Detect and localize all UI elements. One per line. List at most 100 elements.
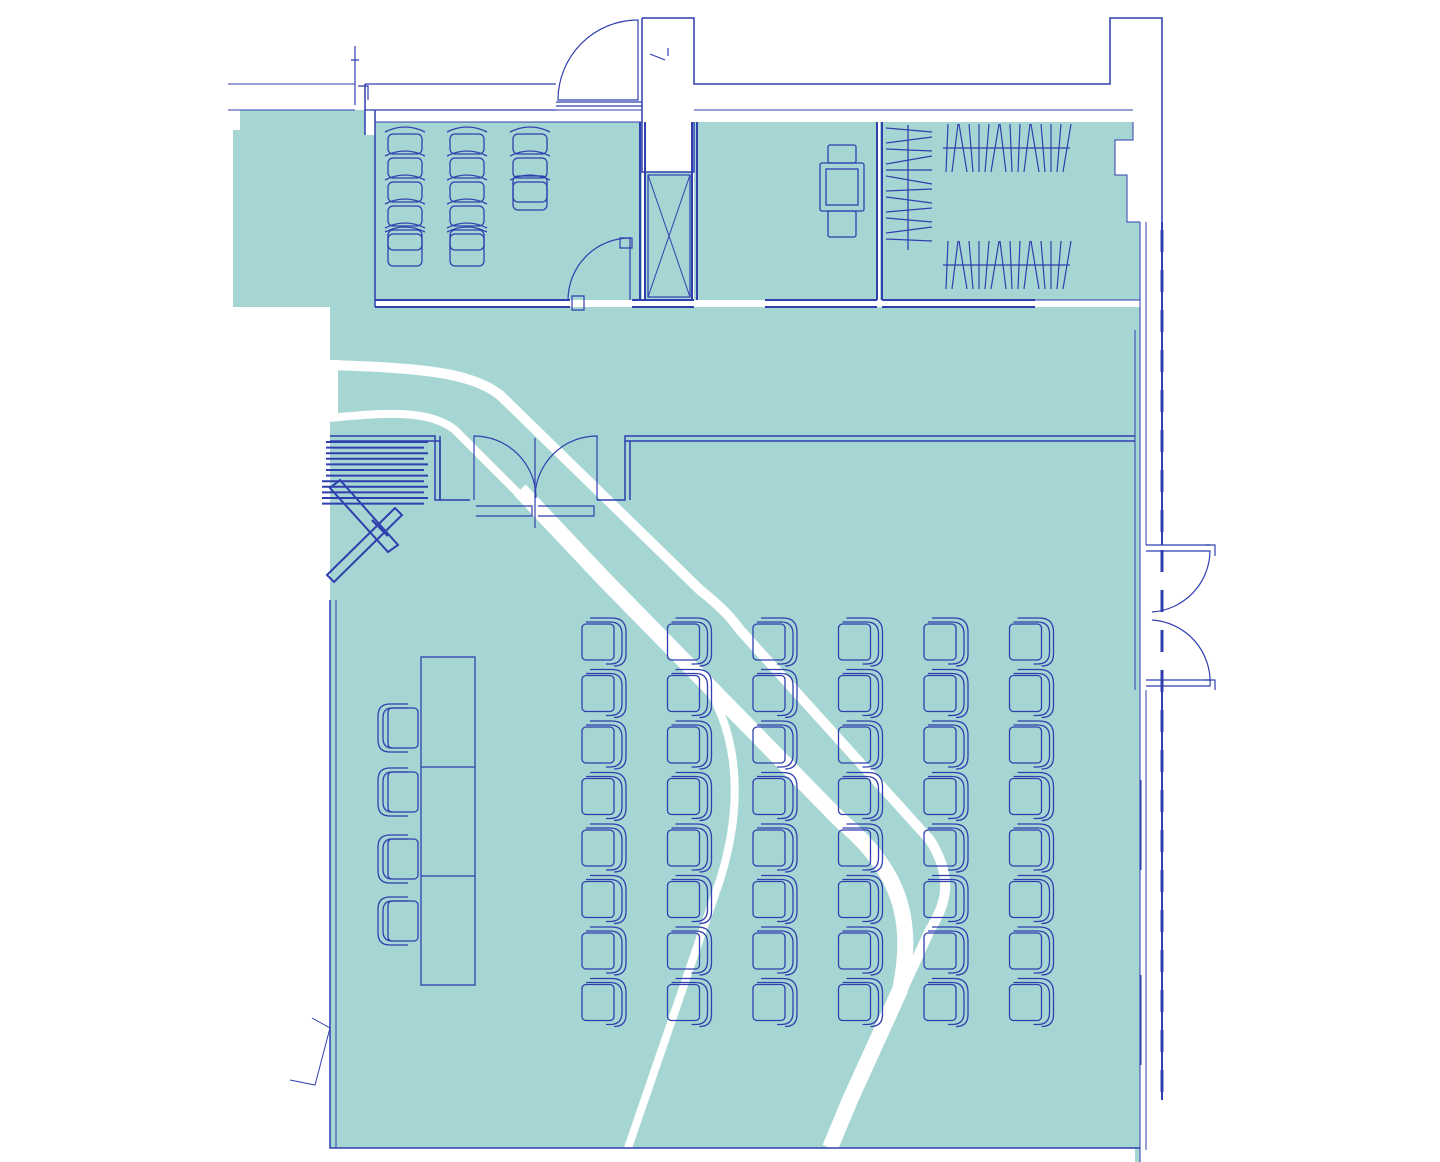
seat-back-outer xyxy=(671,724,709,768)
chair-icon xyxy=(377,896,408,946)
hanger xyxy=(1030,240,1040,290)
chair-icon xyxy=(384,226,426,233)
lecture-hall-seats xyxy=(581,617,1055,1028)
circulation-paths xyxy=(329,360,951,1152)
meeting-chair xyxy=(446,198,488,227)
hanger xyxy=(1056,240,1062,290)
chair-icon xyxy=(384,126,426,133)
table-seat xyxy=(377,834,419,884)
hall-seat xyxy=(752,823,798,873)
chair-icon xyxy=(675,617,713,667)
north-wall-right xyxy=(642,17,1163,222)
door-stop xyxy=(1205,544,1216,690)
meeting-chair-large xyxy=(446,226,488,267)
treatment-south-wall xyxy=(765,299,877,308)
hall-north-partition xyxy=(439,435,1135,501)
hall-seat xyxy=(1008,617,1055,667)
seat-cushion xyxy=(837,726,872,764)
seat-cushion xyxy=(1008,674,1043,713)
chair-icon xyxy=(446,198,488,205)
chair-icon xyxy=(1017,720,1055,770)
seat-cushion xyxy=(666,623,701,661)
chair-icon xyxy=(590,823,627,873)
chair-icon xyxy=(932,720,969,770)
seat-cushion xyxy=(1008,932,1043,970)
seat-back-outer xyxy=(671,621,709,665)
seat-back-outer xyxy=(586,775,623,820)
chair-icon xyxy=(377,703,408,753)
chair-icon xyxy=(761,977,798,1028)
seat-back-outer xyxy=(1013,827,1051,871)
seat-cushion xyxy=(837,932,872,970)
seat-cushion xyxy=(752,829,786,867)
hall-seat xyxy=(837,823,884,873)
hanger xyxy=(1062,240,1072,290)
chair-icon xyxy=(846,926,884,976)
chair-icon xyxy=(846,617,884,667)
hanger xyxy=(1040,123,1046,173)
seat-back-outer xyxy=(757,930,794,974)
hall-seat xyxy=(923,771,969,822)
seat-cushion xyxy=(581,880,615,919)
chair-icon xyxy=(384,150,426,157)
chair-seat xyxy=(449,233,485,267)
hanger xyxy=(1009,240,1013,290)
seat-back-outer xyxy=(586,930,623,974)
seat-back-outer xyxy=(586,672,623,717)
chair-icon xyxy=(846,874,884,925)
chair-icon xyxy=(761,720,798,770)
seat-cushion xyxy=(752,983,786,1022)
hall-seat xyxy=(666,874,713,925)
seat-back-outer xyxy=(842,930,880,974)
chair-icon xyxy=(1017,668,1055,719)
chair-icon xyxy=(590,977,627,1028)
treatment-room-floor xyxy=(694,122,877,300)
chair-icon xyxy=(590,617,627,667)
seat-back-outer xyxy=(671,827,709,871)
hall-seat xyxy=(923,926,969,976)
seat-back-outer xyxy=(928,930,965,974)
hall-seat xyxy=(923,720,969,770)
seat-cushion xyxy=(666,983,701,1022)
table-divider xyxy=(421,766,475,877)
hanger xyxy=(885,127,933,133)
seat-cushion xyxy=(581,726,615,764)
seat-cushion xyxy=(752,777,786,816)
meeting-chair xyxy=(384,174,426,203)
hall-seat xyxy=(666,720,713,770)
doors xyxy=(351,19,1216,690)
chair-seat xyxy=(512,175,548,211)
chair-icon xyxy=(590,720,627,770)
hanger xyxy=(984,123,990,173)
seat-cushion xyxy=(752,932,786,970)
chair-seat xyxy=(387,181,423,203)
chair-footrest xyxy=(827,210,857,238)
hall-seat xyxy=(1008,977,1055,1028)
chair-icon xyxy=(446,222,488,229)
chair-icon xyxy=(384,174,426,181)
seat-back-inner xyxy=(382,707,408,749)
chair-seat xyxy=(387,205,423,227)
chair-icon xyxy=(590,874,627,925)
seat-back-outer xyxy=(671,672,709,717)
chair-icon xyxy=(1017,617,1055,667)
seat-back-outer xyxy=(928,878,965,923)
chair-icon xyxy=(1017,771,1055,822)
chair-icon xyxy=(846,977,884,1028)
corridor-and-hall-floor xyxy=(330,307,1140,1162)
seat-back-outer xyxy=(842,672,880,717)
hall-seat xyxy=(581,617,627,667)
hanger xyxy=(968,123,974,173)
chair-icon xyxy=(446,174,488,181)
hanger xyxy=(1030,123,1040,173)
chair-icon xyxy=(377,767,408,817)
seat-cushion xyxy=(923,829,957,867)
seat-cushion xyxy=(752,623,786,661)
seat-back-outer xyxy=(757,672,794,717)
chair-icon xyxy=(932,977,969,1028)
hall-seat xyxy=(752,720,798,770)
chair-icon xyxy=(1017,823,1055,873)
hanger xyxy=(1056,123,1062,173)
hall-seat xyxy=(1008,720,1055,770)
chair-icon xyxy=(590,771,627,822)
